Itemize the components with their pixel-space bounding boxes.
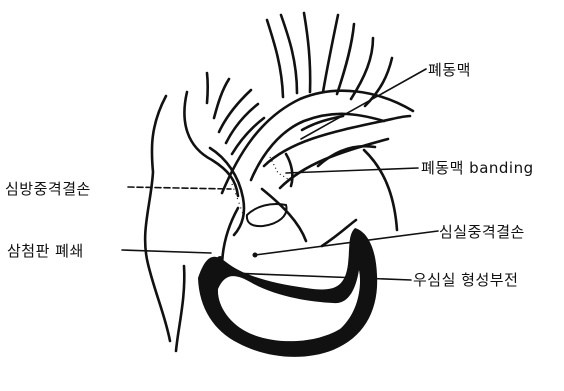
pulmonary-vein-4 — [214, 79, 229, 118]
label-atrial-septal-defect: 심방중격결손 — [5, 182, 91, 197]
heart-upper-border — [318, 146, 375, 166]
label-tricuspid-atresia: 삼첨판 폐쇄 — [7, 244, 84, 259]
aortic-branch-5 — [337, 24, 354, 94]
septal-defect-dot — [253, 253, 258, 258]
tricuspid-dot — [217, 256, 223, 262]
heart-right-border — [364, 150, 397, 230]
label-pulmonary-artery: 폐동맥 — [428, 63, 471, 78]
aortic-branch-4 — [323, 15, 338, 92]
aortic-branch-1 — [267, 20, 283, 97]
aortic-branch-2 — [281, 15, 297, 93]
superior-vena-cava-left-wall — [145, 96, 170, 341]
pulmonary-vein-5 — [207, 73, 208, 103]
aortic-root-outline — [247, 204, 287, 226]
pulmonary-artery-upper — [264, 116, 410, 166]
label-ventricular-septal-defect: 심실중격결손 — [439, 225, 525, 240]
inferior-vena-cava-wall — [176, 266, 184, 351]
label-right-ventricle-hypoplasia: 우심실 형성부전 — [413, 273, 518, 288]
pointer-asd — [128, 187, 231, 189]
aortic-branch-6 — [351, 38, 373, 99]
stipple-mark — [270, 157, 288, 179]
pulmonary-vein-1 — [219, 90, 251, 132]
label-pulmonary-artery-banding: 폐동맥 banding — [421, 161, 534, 176]
pointer-tricuspid — [122, 250, 211, 253]
pointer-vsd — [255, 231, 438, 255]
superior-vena-cava-right-wall — [184, 92, 238, 196]
aortic-branch-3 — [304, 13, 310, 92]
pointer-pulmonary-artery — [301, 69, 426, 139]
